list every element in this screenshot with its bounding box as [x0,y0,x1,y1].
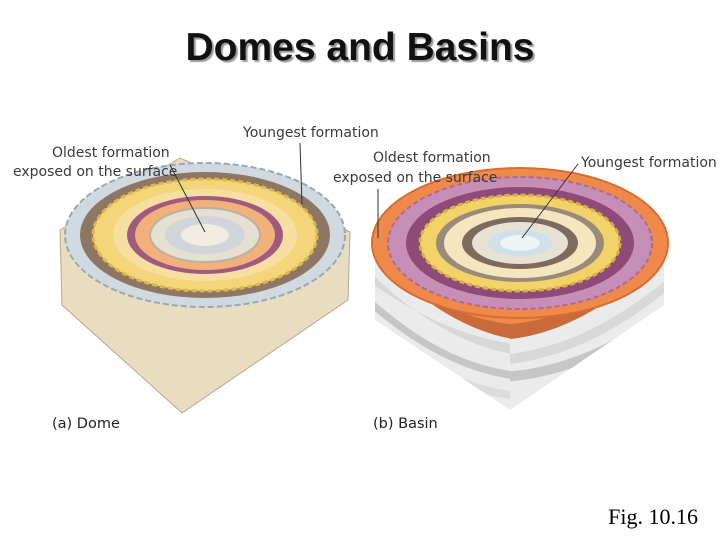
basin-oldest-label-line1: Oldest formation [373,150,491,166]
basin-caption: (b) Basin [373,416,438,432]
dome-block [59,157,351,414]
dome-oldest-leader [169,164,206,233]
basin-oldest-label-line2: exposed on the surface [333,170,498,186]
basin-block [371,167,669,410]
figure-number: Fig. 10.16 [608,504,698,529]
dome-youngest-leader [299,142,303,206]
leader-lines [169,142,579,239]
basin-youngest-leader [521,163,579,239]
dome-youngest-label: Youngest formation [243,125,379,141]
dome-oldest-label-line1: Oldest formation [52,145,170,161]
dome-concentric-rings [64,162,346,308]
dome-caption: (a) Dome [52,416,120,432]
dome-oldest-label-line2: exposed on the surface [13,164,178,180]
page-title: Domes and Basins [185,26,535,69]
basin-youngest-label: Youngest formation [581,155,717,171]
basin-concentric-rings [371,167,669,319]
